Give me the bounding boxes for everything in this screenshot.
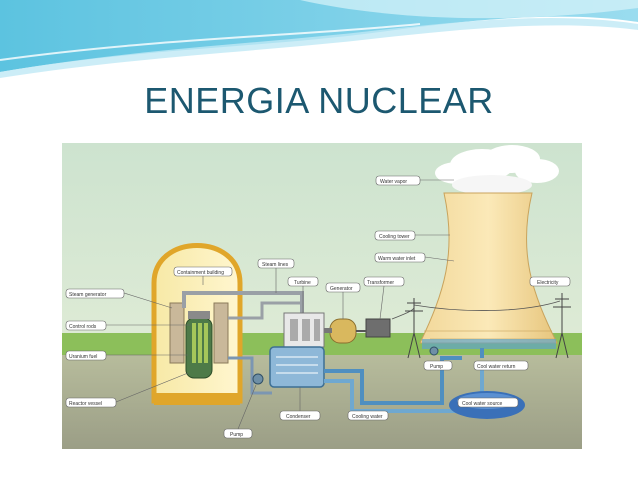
label-electricity: Electricity (537, 280, 559, 286)
condenser (269, 346, 325, 388)
feedwater-pipe (228, 356, 272, 395)
steam-generator-right (213, 302, 229, 364)
label-turbine: Turbine (294, 280, 311, 286)
label-water-vapor: Water vapor (380, 179, 407, 185)
cooling-tower (419, 192, 558, 344)
label-uranium-fuel: Uranium fuel (69, 354, 97, 360)
label-control-rods: Control rods (69, 324, 97, 330)
label-warm-water-inlet: Warm water inlet (378, 256, 416, 262)
label-transformer: Transformer (367, 280, 394, 286)
pylon-right (553, 293, 571, 359)
label-cooling-tower: Cooling tower (379, 234, 410, 240)
steam-cloud (435, 145, 559, 195)
pump-icon (252, 373, 264, 385)
transformer (365, 318, 391, 338)
slide-title: ENERGIA NUCLEAR (144, 80, 494, 121)
pylon-left (405, 298, 423, 359)
callouts (65, 175, 571, 439)
label-condenser: Condenser (286, 414, 311, 420)
cooling-water-pipe (324, 356, 462, 405)
label-steam-lines: Steam lines (262, 262, 289, 268)
label-pump: Pump (230, 432, 243, 438)
label-cool-water-source: Cool water source (462, 401, 503, 407)
label-cool-water-return: Cool water return (477, 364, 516, 370)
label-steam-generator: Steam generator (69, 292, 107, 298)
label-reactor-vessel: Reactor vessel (69, 401, 102, 407)
slide-header-swoosh (0, 0, 638, 78)
label-cooling-water: Cooling water (352, 414, 383, 420)
label-pump-right: Pump (430, 364, 443, 370)
pump-right-icon (429, 346, 439, 356)
label-generator: Generator (330, 286, 353, 292)
nuclear-plant-diagram: Water vapor Cooling tower Warm water inl… (62, 143, 582, 449)
generator (329, 318, 357, 344)
label-containment-building: Containment building (177, 270, 224, 276)
power-lines (391, 300, 561, 320)
steam-generator-left (169, 302, 185, 364)
